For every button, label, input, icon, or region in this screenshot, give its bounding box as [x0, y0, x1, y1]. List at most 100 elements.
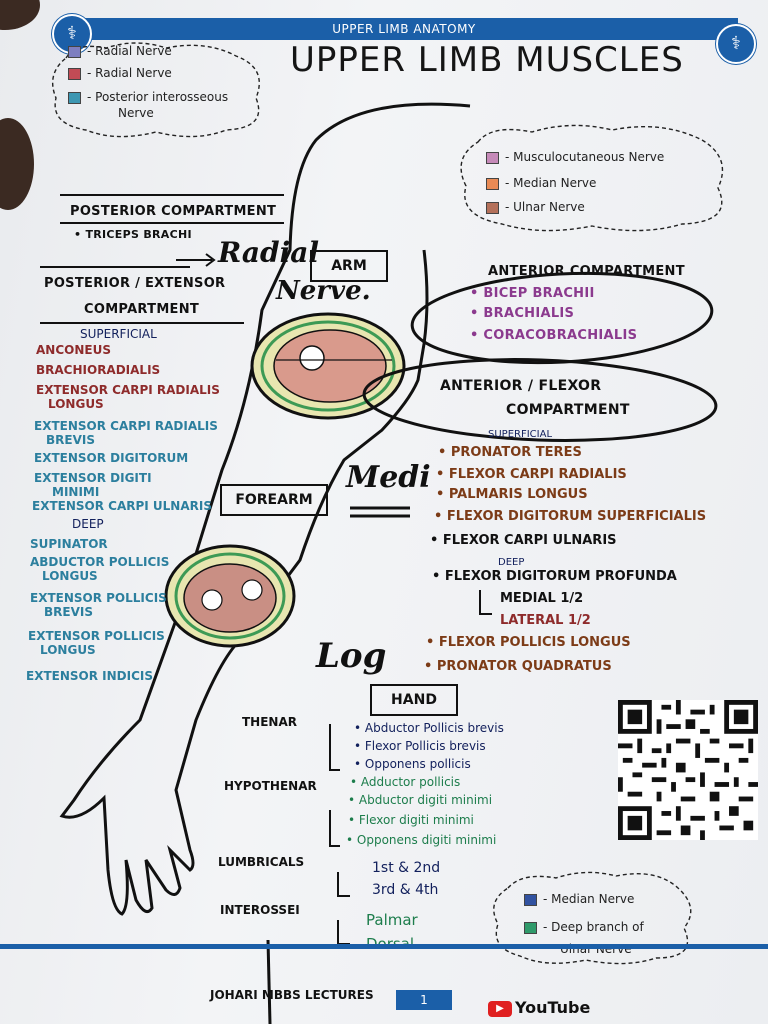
legend-swatch	[524, 921, 537, 934]
anterior-muscle: • PALMARIS LONGUS	[436, 487, 588, 502]
legend-swatch	[68, 67, 81, 80]
legend-left-2b: Nerve	[118, 106, 154, 120]
footer-line	[0, 944, 768, 949]
posterior-deep-muscle: EXTENSOR INDICIS	[26, 669, 153, 683]
legend-left-2: - Posterior interosseous	[68, 90, 228, 104]
anterior-compartment-heading: ANTERIOR COMPARTMENT	[488, 264, 685, 279]
annotation-log: Log	[316, 636, 387, 676]
legend-cloud-left	[52, 42, 260, 138]
posterior-muscle: EXTENSOR CARPI RADIALIS	[36, 383, 220, 397]
legend-label: - Musculocutaneous Nerve	[505, 150, 665, 164]
posterior-muscle: MINIMI	[52, 485, 100, 499]
interossei-label: INTEROSSEI	[220, 903, 300, 917]
anterior-deep-muscle: LATERAL 1/2	[500, 613, 591, 628]
legend-right-2: - Ulnar Nerve	[486, 200, 585, 214]
posterior-deep-muscle: SUPINATOR	[30, 537, 108, 551]
posterior-muscle: EXTENSOR DIGITI	[34, 471, 152, 485]
anterior-deep-muscle: • FLEXOR POLLICIS LONGUS	[426, 635, 631, 650]
legend-swatch	[68, 45, 81, 58]
divider	[40, 266, 190, 268]
hypothenar-item: • Opponens digiti minimi	[346, 833, 497, 847]
anterior-deep-muscle: • FLEXOR DIGITORUM PROFUNDA	[432, 569, 677, 584]
legend-label: - Median Nerve	[505, 176, 597, 190]
arm-label: ARM	[310, 250, 388, 282]
legend-label: - Deep branch of	[543, 920, 644, 934]
divider	[60, 222, 284, 224]
hand-label: HAND	[370, 684, 458, 716]
posterior-muscle: BRACHIORADIALIS	[36, 363, 161, 377]
legend-right-0: - Musculocutaneous Nerve	[486, 150, 664, 164]
youtube-logo[interactable]: ▶YouTube	[488, 998, 590, 1017]
posterior-deep-muscle: BREVIS	[44, 605, 93, 619]
hypothenar-item: • Abductor digiti minimi	[348, 793, 493, 807]
qr-code[interactable]	[616, 700, 760, 840]
anterior-muscle: • PRONATOR TERES	[438, 445, 582, 460]
legend-label: - Radial Nerve	[87, 66, 172, 80]
anterior-deep-label: DEEP	[498, 557, 525, 568]
legend-right-1: - Median Nerve	[486, 176, 596, 190]
posterior-compartment-heading: POSTERIOR COMPARTMENT	[70, 204, 277, 219]
deep-label: DEEP	[72, 517, 104, 531]
anterior-superficial-label: SUPERFICIAL	[488, 429, 553, 440]
posterior-muscle: BREVIS	[46, 433, 95, 447]
anterior-deep-muscle: • PRONATOR QUADRATUS	[424, 659, 612, 674]
posterior-deep-muscle: ABDUCTOR POLLICIS	[30, 555, 170, 569]
posterior-deep-muscle: EXTENSOR POLLICIS	[28, 629, 165, 643]
legend-left-0: - Radial Nerve	[68, 44, 172, 58]
footer-brand: JOHARI MBBS LECTURES	[210, 988, 374, 1002]
legend-swatch	[486, 177, 499, 190]
youtube-label: YouTube	[515, 998, 591, 1017]
youtube-play-icon: ▶	[488, 1000, 512, 1017]
divider	[40, 322, 244, 324]
annotation-medi: Medi	[346, 460, 431, 495]
page-number: 1	[396, 990, 452, 1010]
adductor-item: • Adductor pollicis	[350, 775, 461, 789]
legend-bottom-1: - Deep branch of	[524, 920, 644, 934]
legend-cloud-right	[460, 124, 724, 232]
anterior-muscle: • FLEXOR CARPI RADIALIS	[436, 467, 627, 482]
header-bar: UPPER LIMB ANATOMY	[70, 18, 738, 40]
triceps-item: • TRICEPS BRACHI	[74, 228, 192, 241]
anterior-flexor-heading-1: ANTERIOR / FLEXOR	[440, 378, 602, 394]
legend-bottom-0: - Median Nerve	[524, 892, 634, 906]
anterior-arm-item-0: • BICEP BRACHII	[470, 286, 595, 301]
thenar-item: • Opponens pollicis	[354, 757, 471, 771]
legend-label: - Posterior interosseous	[87, 90, 229, 104]
anterior-muscle: • FLEXOR DIGITORUM SUPERFICIALIS	[434, 509, 707, 524]
legend-label: - Radial Nerve	[87, 44, 172, 58]
hypothenar-label: HYPOTHENAR	[224, 779, 317, 793]
anterior-muscle: • FLEXOR CARPI ULNARIS	[430, 533, 617, 548]
posterior-muscle: LONGUS	[48, 397, 104, 411]
posterior-deep-muscle: LONGUS	[42, 569, 98, 583]
posterior-deep-muscle: EXTENSOR POLLICIS	[30, 591, 167, 605]
posterior-extensor-heading-2: COMPARTMENT	[84, 302, 200, 317]
lumbricals-item: 3rd & 4th	[372, 882, 439, 898]
stethoscope-icon-right: ⚕	[716, 24, 756, 64]
posterior-extensor-heading-1: POSTERIOR / EXTENSOR	[44, 276, 226, 291]
legend-label: - Ulnar Nerve	[505, 200, 585, 214]
thenar-label: THENAR	[242, 715, 297, 729]
annotation-radial: Radial	[218, 236, 320, 269]
anterior-arm-item-2: • CORACOBRACHIALIS	[470, 328, 638, 343]
legend-swatch	[486, 201, 499, 214]
legend-swatch	[524, 893, 537, 906]
anterior-flexor-heading-2: COMPARTMENT	[506, 402, 630, 418]
lumbricals-item: 1st & 2nd	[372, 860, 441, 876]
lumbricals-label: LUMBRICALS	[218, 855, 305, 869]
forearm-label: FOREARM	[220, 484, 328, 516]
legend-label: - Median Nerve	[543, 892, 635, 906]
posterior-muscle: EXTENSOR DIGITORUM	[34, 451, 189, 465]
posterior-muscle: ANCONEUS	[36, 343, 111, 357]
legend-swatch	[486, 151, 499, 164]
anterior-arm-item-1: • BRACHIALIS	[470, 306, 575, 321]
posterior-muscle: EXTENSOR CARPI ULNARIS	[32, 499, 212, 513]
anterior-deep-muscle: MEDIAL 1/2	[500, 591, 584, 606]
legend-swatch	[68, 91, 81, 104]
thenar-item: • Flexor Pollicis brevis	[354, 739, 486, 753]
interossei-item: Palmar	[366, 911, 418, 929]
divider	[60, 194, 284, 196]
legend-left-1: - Radial Nerve	[68, 66, 172, 80]
posterior-muscle: EXTENSOR CARPI RADIALIS	[34, 419, 218, 433]
